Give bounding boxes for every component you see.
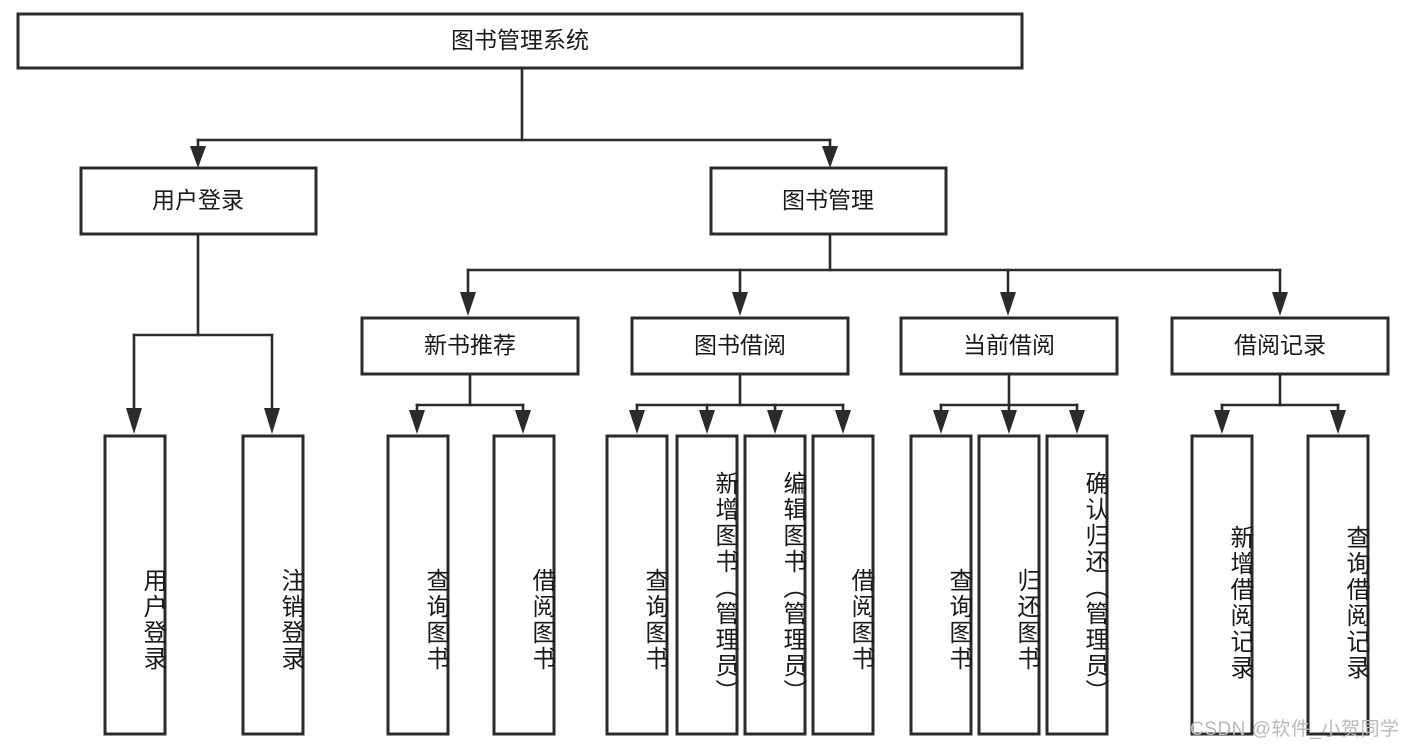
node-leaf-query-book-2[interactable] bbox=[605, 434, 669, 736]
arrow-user-login-leaf-2 bbox=[264, 408, 280, 434]
arrow-nbr-leaf-1 bbox=[409, 410, 425, 434]
node-book-borrow-label: 图书借阅 bbox=[694, 332, 786, 358]
arrow-user-login-leaf-1 bbox=[126, 408, 142, 434]
arrow-nbr-leaf-2 bbox=[515, 410, 531, 434]
node-leaf-add-borrow-record[interactable] bbox=[1190, 434, 1254, 736]
arrow-bm-to-current-borrow bbox=[1000, 292, 1016, 316]
node-new-book-recommend[interactable] bbox=[360, 316, 580, 376]
arrow-cb-leaf-1 bbox=[933, 410, 949, 434]
node-book-management-label: 图书管理 bbox=[782, 187, 874, 213]
node-new-book-recommend-label: 新书推荐 bbox=[424, 332, 516, 358]
node-leaf-confirm-return-admin[interactable] bbox=[1045, 434, 1109, 736]
arrow-bm-to-borrow-record bbox=[1272, 292, 1288, 316]
arrow-bb-leaf-1 bbox=[629, 410, 645, 434]
arrow-br-leaf-2 bbox=[1330, 410, 1346, 434]
arrow-bm-to-new-book-recommend bbox=[460, 292, 476, 316]
node-user-login[interactable] bbox=[79, 166, 318, 236]
node-user-login-label: 用户登录 bbox=[152, 187, 244, 213]
arrow-bb-leaf-4 bbox=[835, 410, 851, 434]
node-current-borrow[interactable] bbox=[899, 316, 1119, 376]
node-root-label: 图书管理系统 bbox=[451, 27, 589, 53]
arrow-cb-leaf-3 bbox=[1069, 410, 1085, 434]
connector-layer bbox=[126, 66, 1346, 434]
node-leaf-user-login[interactable] bbox=[103, 434, 167, 736]
node-current-borrow-label: 当前借阅 bbox=[963, 332, 1055, 358]
node-borrow-record-label: 借阅记录 bbox=[1234, 332, 1326, 358]
node-book-management[interactable] bbox=[709, 166, 948, 236]
csdn-watermark: CSDN @软件_小贺同学 bbox=[1190, 719, 1400, 740]
node-leaf-logout-login[interactable] bbox=[241, 434, 305, 736]
arrow-root-to-user-login bbox=[190, 146, 206, 168]
node-root-book-management-system[interactable] bbox=[16, 12, 1024, 70]
node-leaf-borrow-book-2[interactable] bbox=[811, 434, 875, 736]
node-leaf-query-borrow-record[interactable] bbox=[1306, 434, 1370, 736]
node-leaf-query-book-1[interactable] bbox=[386, 434, 450, 736]
node-borrow-record[interactable] bbox=[1170, 316, 1390, 376]
node-leaf-add-book-admin[interactable] bbox=[675, 434, 739, 736]
node-leaf-edit-book-admin[interactable] bbox=[743, 434, 807, 736]
arrow-bb-leaf-3 bbox=[767, 410, 783, 434]
node-leaf-borrow-book-1[interactable] bbox=[492, 434, 556, 736]
arrow-bb-leaf-2 bbox=[699, 410, 715, 434]
node-leaf-query-book-3[interactable] bbox=[909, 434, 973, 736]
arrow-cb-leaf-2 bbox=[1001, 410, 1017, 434]
arrow-bm-to-book-borrow bbox=[732, 292, 748, 316]
node-leaf-return-book[interactable] bbox=[977, 434, 1041, 736]
node-book-borrow[interactable] bbox=[630, 316, 850, 376]
node-layer: 图书管理系统 用户登录 图书管理 新书推荐 图书借阅 当前借阅 借阅记录 bbox=[16, 12, 1390, 736]
arrow-root-to-book-management bbox=[822, 146, 838, 168]
arrow-br-leaf-1 bbox=[1214, 410, 1230, 434]
